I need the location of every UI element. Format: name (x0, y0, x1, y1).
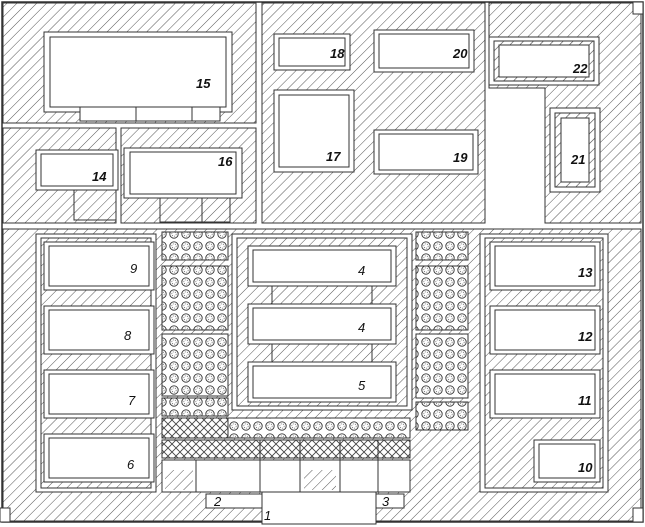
label-18: 18 (330, 46, 345, 61)
building-3 (375, 493, 405, 509)
label-4a: 4 (358, 263, 365, 278)
paving-hatch (304, 470, 336, 490)
label-10: 10 (578, 460, 593, 475)
building-1 (261, 491, 377, 525)
paving-a (161, 417, 229, 439)
label-2: 2 (213, 494, 222, 509)
building-21 (560, 117, 590, 183)
label-3: 3 (382, 494, 390, 509)
tree-grid-e (415, 231, 469, 261)
building-14-wing (73, 189, 117, 221)
building-10 (538, 443, 596, 479)
label-4b: 4 (358, 320, 365, 335)
building-16-wing (159, 197, 231, 223)
building-16 (129, 151, 237, 195)
label-6: 6 (127, 457, 135, 472)
label-19: 19 (453, 150, 468, 165)
label-21: 21 (570, 152, 585, 167)
corner-marker (632, 507, 644, 523)
tree-grid-c (161, 333, 229, 397)
building-13 (494, 245, 596, 287)
label-9: 9 (130, 261, 137, 276)
label-22: 22 (572, 61, 588, 76)
label-13: 13 (578, 265, 593, 280)
tree-grid-h (415, 401, 469, 431)
building-12 (494, 309, 596, 351)
tree-grid-d (161, 397, 229, 417)
building-15 (49, 36, 227, 108)
label-7: 7 (128, 393, 136, 408)
building-8 (48, 309, 150, 351)
building-4b (252, 307, 392, 341)
building-19 (378, 133, 474, 171)
label-5: 5 (358, 378, 366, 393)
label-15: 15 (196, 76, 211, 91)
label-1: 1 (264, 508, 271, 523)
building-5 (252, 365, 392, 399)
label-11: 11 (578, 393, 592, 408)
building-4a (252, 249, 392, 283)
building-7 (48, 373, 150, 415)
paving-hatch (165, 470, 193, 490)
connector (271, 285, 373, 305)
connector (271, 343, 373, 363)
building-20 (378, 33, 470, 69)
label-14: 14 (92, 169, 107, 184)
building-6 (48, 437, 150, 479)
building-15-wing (79, 106, 221, 122)
label-20: 20 (452, 46, 468, 61)
label-12: 12 (578, 329, 593, 344)
building-9 (48, 245, 150, 287)
building-17 (278, 94, 350, 168)
tree-grid-b (161, 265, 229, 331)
tree-row-bottom (227, 417, 411, 439)
tree-grid-g (415, 333, 469, 399)
building-11 (494, 373, 596, 415)
tree-grid-f (415, 265, 469, 331)
paving-c (161, 459, 411, 493)
building-14 (40, 153, 114, 187)
label-8: 8 (124, 328, 132, 343)
corner-marker (0, 507, 11, 523)
corner-marker (632, 1, 644, 15)
label-17: 17 (326, 149, 341, 164)
building-18 (278, 37, 346, 67)
building-22 (498, 44, 590, 78)
paving-b (161, 439, 411, 459)
tree-grid-a (161, 231, 229, 261)
label-16: 16 (218, 154, 233, 169)
